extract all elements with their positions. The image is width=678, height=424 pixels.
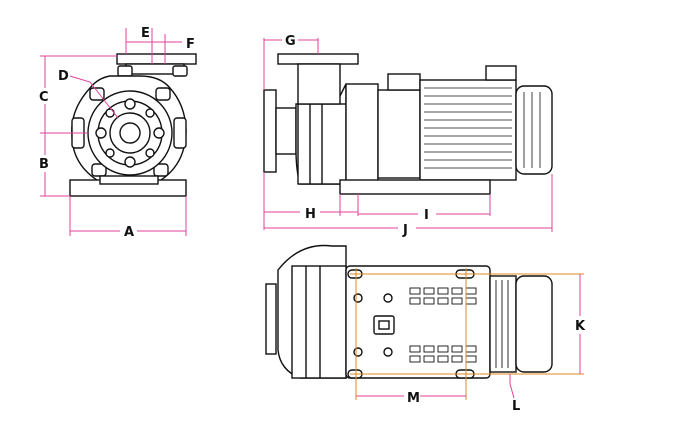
label-D: D [58, 69, 69, 84]
side-suction-flange [263, 89, 277, 173]
front-view [69, 53, 197, 197]
front-suction-inlet [119, 122, 141, 144]
label-E: E [141, 26, 150, 41]
label-G: G [285, 34, 296, 49]
side-base-plate [339, 179, 491, 195]
side-view [263, 53, 553, 195]
label-A: A [124, 225, 134, 240]
side-motor-fins [424, 87, 541, 169]
dim-D-leader [69, 75, 119, 119]
dim-L-leader [509, 383, 515, 399]
top-view-dimensions [350, 268, 584, 400]
front-discharge-flange [116, 53, 197, 65]
label-K: K [575, 319, 586, 334]
side-terminal-box [485, 65, 517, 81]
label-C: C [39, 90, 49, 105]
label-J: J [402, 223, 408, 238]
label-F: F [186, 37, 195, 52]
top-view [265, 244, 553, 379]
label-M: M [407, 391, 420, 406]
label-H: H [305, 207, 316, 222]
side-discharge-flange [277, 53, 359, 65]
top-motor-fan-cover [515, 275, 553, 373]
side-motor-fan-cover [515, 85, 553, 175]
label-I: I [424, 208, 429, 223]
label-B: B [39, 157, 49, 172]
side-motor-body [419, 79, 517, 181]
label-L: L [512, 399, 520, 414]
top-suction-flange [265, 283, 277, 355]
top-motor-body [489, 275, 517, 373]
top-motor-grid [409, 280, 509, 368]
side-bracket [377, 89, 421, 179]
side-view-dimensions [263, 38, 553, 232]
front-view-dimensions [40, 28, 187, 236]
top-mount-hole [353, 293, 363, 303]
